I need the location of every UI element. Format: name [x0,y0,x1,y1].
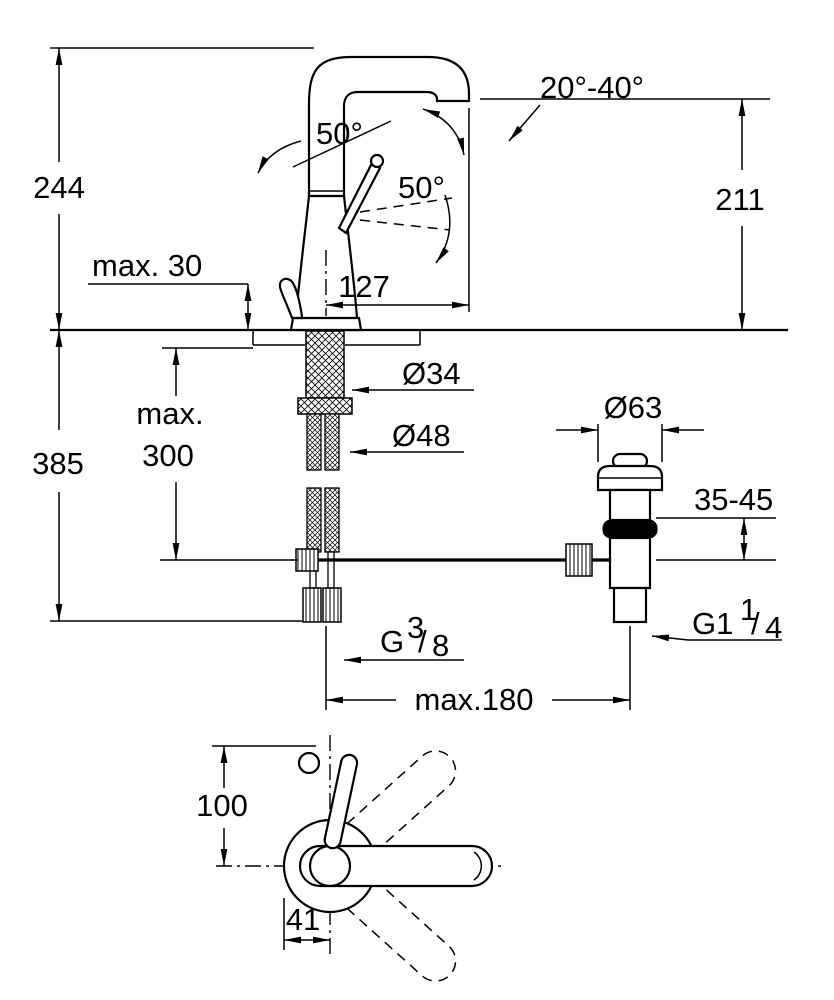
swivel-range-label: 20°-40° [540,70,644,105]
lift-angle-label: 50° [316,116,363,151]
g114-label: G1 1 / 4 [692,592,782,645]
handle-lever [257,120,453,264]
pop-up-rod [295,548,610,572]
dim-spout-reach: 127 [325,108,470,316]
dim-max300-label-line1: max. [136,396,203,431]
dim-385-label: 385 [32,446,84,481]
dim-127-label: 127 [338,269,390,304]
cartridge-cap [308,844,352,888]
dim-under-deck-height: 385 [32,330,302,622]
waste-seal [602,519,658,539]
waste-tailpipe [612,586,648,624]
dim-total-height: 244 [33,47,314,330]
knob-top [297,751,321,775]
dim-waste-flange: Ø63 [556,390,704,462]
pull-rod-knob [278,277,304,320]
faucet-side-view [278,55,471,332]
dia48-label: Ø48 [392,418,451,453]
waste-body-upper [608,488,652,522]
swivel-leader [508,104,541,142]
dim-max30-label: max. 30 [92,248,202,283]
turn-angle-arc [435,194,451,264]
handle-top [323,753,359,850]
dim-rod-length: max.180 [325,626,631,717]
dim-3545-label: 35-45 [694,482,773,517]
dim-deck-thickness: max. 30 [88,248,252,330]
supply-hoses [302,413,342,623]
waste-body-lower [608,536,652,590]
pop-up-waste [565,452,664,624]
lift-angle-arc [257,140,302,174]
mounting-hardware [297,330,353,415]
label-waste-thread: G1 1 / 4 [651,592,782,645]
label-base-diameter: Ø48 [350,418,464,456]
faucet-top-view [216,735,502,982]
g38-label: G 3 / 8 [380,610,449,663]
dim-handle-height: 100 [196,745,316,866]
label-hole-diameter: Ø34 [352,356,474,394]
countertop [50,328,788,346]
label-supply-thread: G 3 / 8 [344,610,464,664]
dim-100-label: 100 [196,788,248,823]
dim-hose-length: max. 300 [136,347,298,561]
base-ring [289,316,363,332]
dim-244-label: 244 [33,170,85,205]
dim-waste-deck-range: 35-45 [656,482,776,561]
swivel-arc [422,108,465,156]
dim-outlet-height: 211 [480,98,770,330]
hose-stub [327,551,335,589]
dim-211-label: 211 [715,182,764,217]
dim-41-label: 41 [286,902,320,937]
dim-max180-label: max.180 [415,682,534,717]
turn-angle-label: 50° [398,170,445,205]
dia34-label: Ø34 [402,356,461,391]
spout-swivel [422,104,541,156]
dia63-label: Ø63 [604,390,663,425]
dim-max300-label-line2: 300 [142,438,194,473]
dim-handle-offset: 41 [283,898,330,950]
